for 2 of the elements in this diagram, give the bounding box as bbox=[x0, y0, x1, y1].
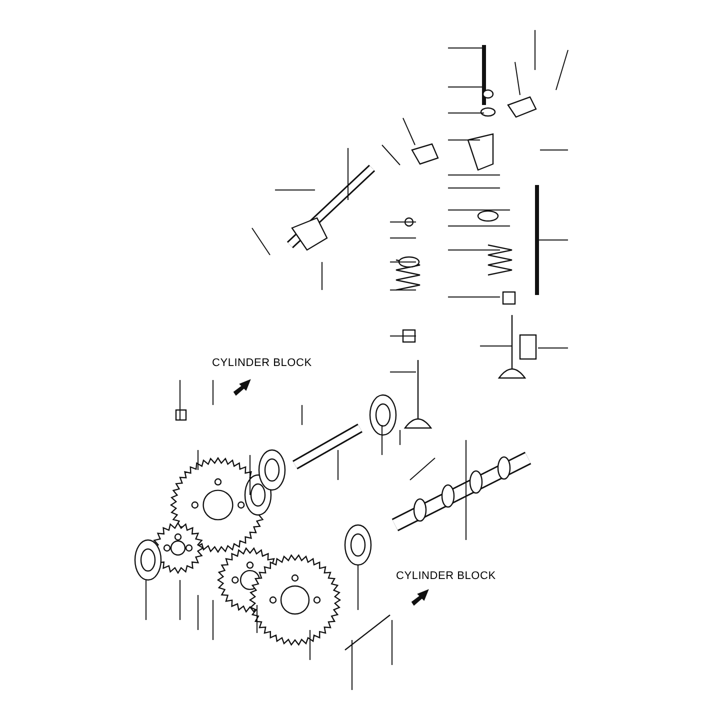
part-label: CYLINDER BLOCK bbox=[212, 356, 312, 371]
part-label: CYLINDER BLOCK bbox=[396, 569, 496, 584]
